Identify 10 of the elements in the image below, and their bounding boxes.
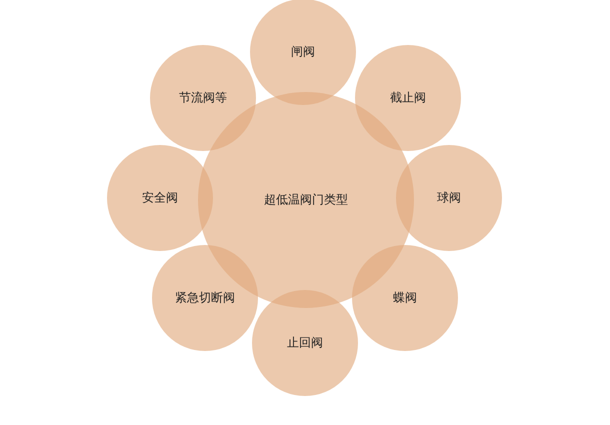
circle-label: 蝶阀 xyxy=(393,290,417,306)
circle-label: 球阀 xyxy=(437,190,461,206)
category-circle xyxy=(250,0,356,105)
center-label: 超低温阀门类型 xyxy=(264,192,348,208)
circle-label: 安全阀 xyxy=(142,190,178,206)
circle-label: 截止阀 xyxy=(390,90,426,106)
circle-label: 闸阀 xyxy=(291,44,315,60)
circle-label: 紧急切断阀 xyxy=(175,290,235,306)
circle-label: 止回阀 xyxy=(287,334,323,352)
circle-label: 节流阀等 xyxy=(179,90,227,106)
